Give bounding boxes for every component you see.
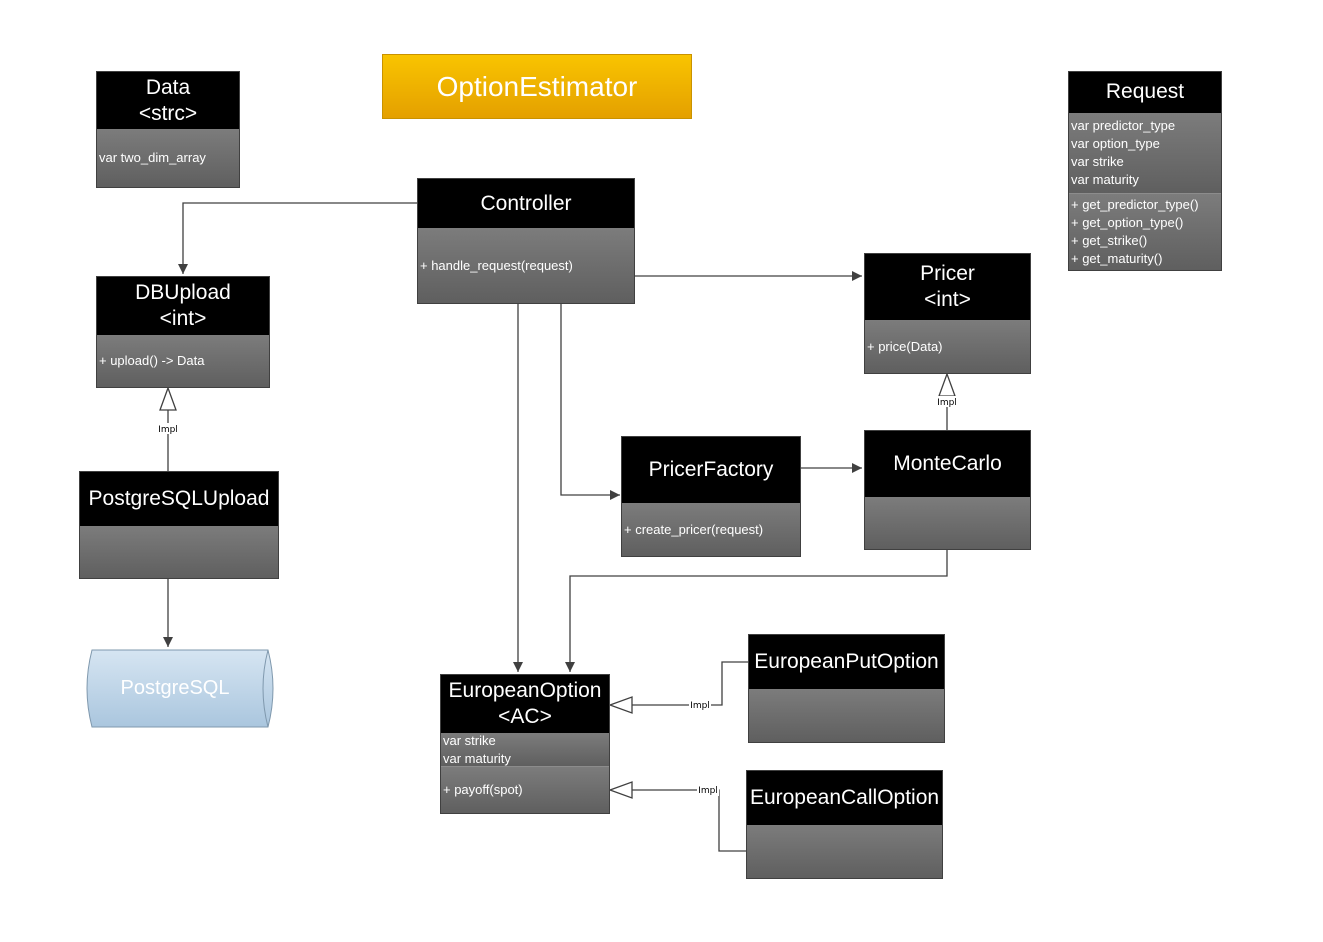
body-section [747, 825, 942, 878]
database-name: PostgreSQL [120, 677, 230, 699]
class-stereotype: <int> [159, 307, 207, 330]
method: + payoff(spot) [443, 782, 523, 797]
attribute: var strike [443, 732, 496, 748]
class-stereotype: <int> [924, 288, 971, 311]
edge-controller-pricerfactory [560, 303, 620, 500]
impl-put-europeanoption [632, 661, 748, 706]
attribute: var two_dim_array [99, 150, 206, 165]
class-header: PostgreSQLUpload [80, 472, 278, 526]
class-name: Data [145, 75, 191, 99]
class-header: EuropeanPutOption [749, 635, 944, 689]
body-section [80, 526, 278, 578]
diagram-title-text: OptionEstimator [436, 70, 638, 102]
methods-section: + get_predictor_type() + get_option_type… [1069, 193, 1221, 270]
body-section [749, 689, 944, 742]
class-name: EuropeanPutOption [754, 650, 939, 673]
class-europeanputoption[interactable]: EuropeanPutOption [748, 634, 945, 743]
class-data[interactable]: Data <strc> var two_dim_array [96, 71, 240, 188]
method: + price(Data) [867, 338, 943, 354]
attributes-section: var strike var maturity [441, 733, 609, 766]
class-europeancalloption[interactable]: EuropeanCallOption [746, 770, 943, 879]
attribute: var predictor_type [1071, 117, 1176, 133]
class-controller[interactable]: Controller + handle_request(request) [417, 178, 635, 304]
class-name: PostgreSQLUpload [88, 487, 270, 510]
class-header: PricerFactory [622, 437, 800, 503]
class-header: EuropeanOption <AC> [441, 675, 609, 733]
attributes-section: var two_dim_array [97, 129, 239, 187]
method: + get_predictor_type() [1071, 197, 1199, 212]
class-header: Request [1069, 72, 1221, 113]
class-header: Data <strc> [97, 72, 239, 129]
methods-section: + handle_request(request) [418, 228, 634, 303]
class-request[interactable]: Request var predictor_type var option_ty… [1068, 71, 1222, 271]
impl-label-pricer: Impl [937, 398, 957, 408]
class-name: EuropeanOption [448, 679, 602, 702]
class-name: Controller [480, 191, 572, 215]
impl-label-dbupload: Impl [158, 425, 178, 435]
class-stereotype: <AC> [498, 705, 552, 728]
attribute: var maturity [1071, 171, 1139, 187]
class-header: EuropeanCallOption [747, 771, 942, 825]
database-label: PostgreSQL [82, 649, 268, 728]
class-header: MonteCarlo [865, 431, 1030, 497]
class-pricerfactory[interactable]: PricerFactory + create_pricer(request) [621, 436, 801, 557]
impl-arrowhead-call [608, 781, 633, 799]
impl-label-call: Impl [698, 786, 718, 796]
methods-section: + upload() -> Data [97, 335, 269, 387]
class-name: MonteCarlo [893, 452, 1002, 475]
class-name: DBUpload [135, 281, 231, 304]
impl-call-europeanoption [632, 789, 746, 852]
edge-controller-dbupload [178, 202, 418, 274]
class-pricer[interactable]: Pricer <int> + price(Data) [864, 253, 1031, 374]
database-cylinder[interactable] [82, 649, 280, 728]
impl-arrowhead-put [608, 696, 633, 714]
attribute: var option_type [1071, 135, 1160, 151]
class-name: EuropeanCallOption [749, 786, 940, 809]
class-name: Request [1105, 80, 1185, 104]
body-section [865, 497, 1030, 549]
methods-section: + payoff(spot) [441, 766, 609, 813]
impl-arrowhead-pricer [938, 372, 956, 397]
class-name: Pricer [920, 262, 975, 285]
class-header: Pricer <int> [865, 254, 1030, 320]
class-name: PricerFactory [648, 458, 774, 481]
method: + get_option_type() [1071, 215, 1184, 230]
method: + upload() -> Data [99, 353, 205, 368]
methods-section: + create_pricer(request) [622, 503, 800, 556]
method: + handle_request(request) [420, 257, 573, 273]
attribute: var strike [1071, 153, 1124, 169]
method: + get_maturity() [1071, 251, 1163, 266]
method: + create_pricer(request) [624, 521, 764, 537]
class-europeanoption[interactable]: EuropeanOption <AC> var strike var matur… [440, 674, 610, 814]
class-header: DBUpload <int> [97, 277, 269, 335]
attribute: var maturity [443, 750, 511, 766]
class-header: Controller [418, 179, 634, 228]
impl-arrowhead-dbupload [159, 386, 177, 411]
class-montecarlo[interactable]: MonteCarlo [864, 430, 1031, 550]
class-postgresqlupload[interactable]: PostgreSQLUpload [79, 471, 279, 579]
methods-section: + price(Data) [865, 320, 1030, 373]
impl-label-put: Impl [690, 701, 710, 711]
class-dbupload[interactable]: DBUpload <int> + upload() -> Data [96, 276, 270, 388]
edge-montecarlo-europeanoption [565, 549, 948, 672]
diagram-title: OptionEstimator [382, 54, 692, 119]
method: + get_strike() [1071, 233, 1148, 248]
class-stereotype: <strc> [138, 101, 198, 125]
attributes-section: var predictor_type var option_type var s… [1069, 112, 1221, 193]
